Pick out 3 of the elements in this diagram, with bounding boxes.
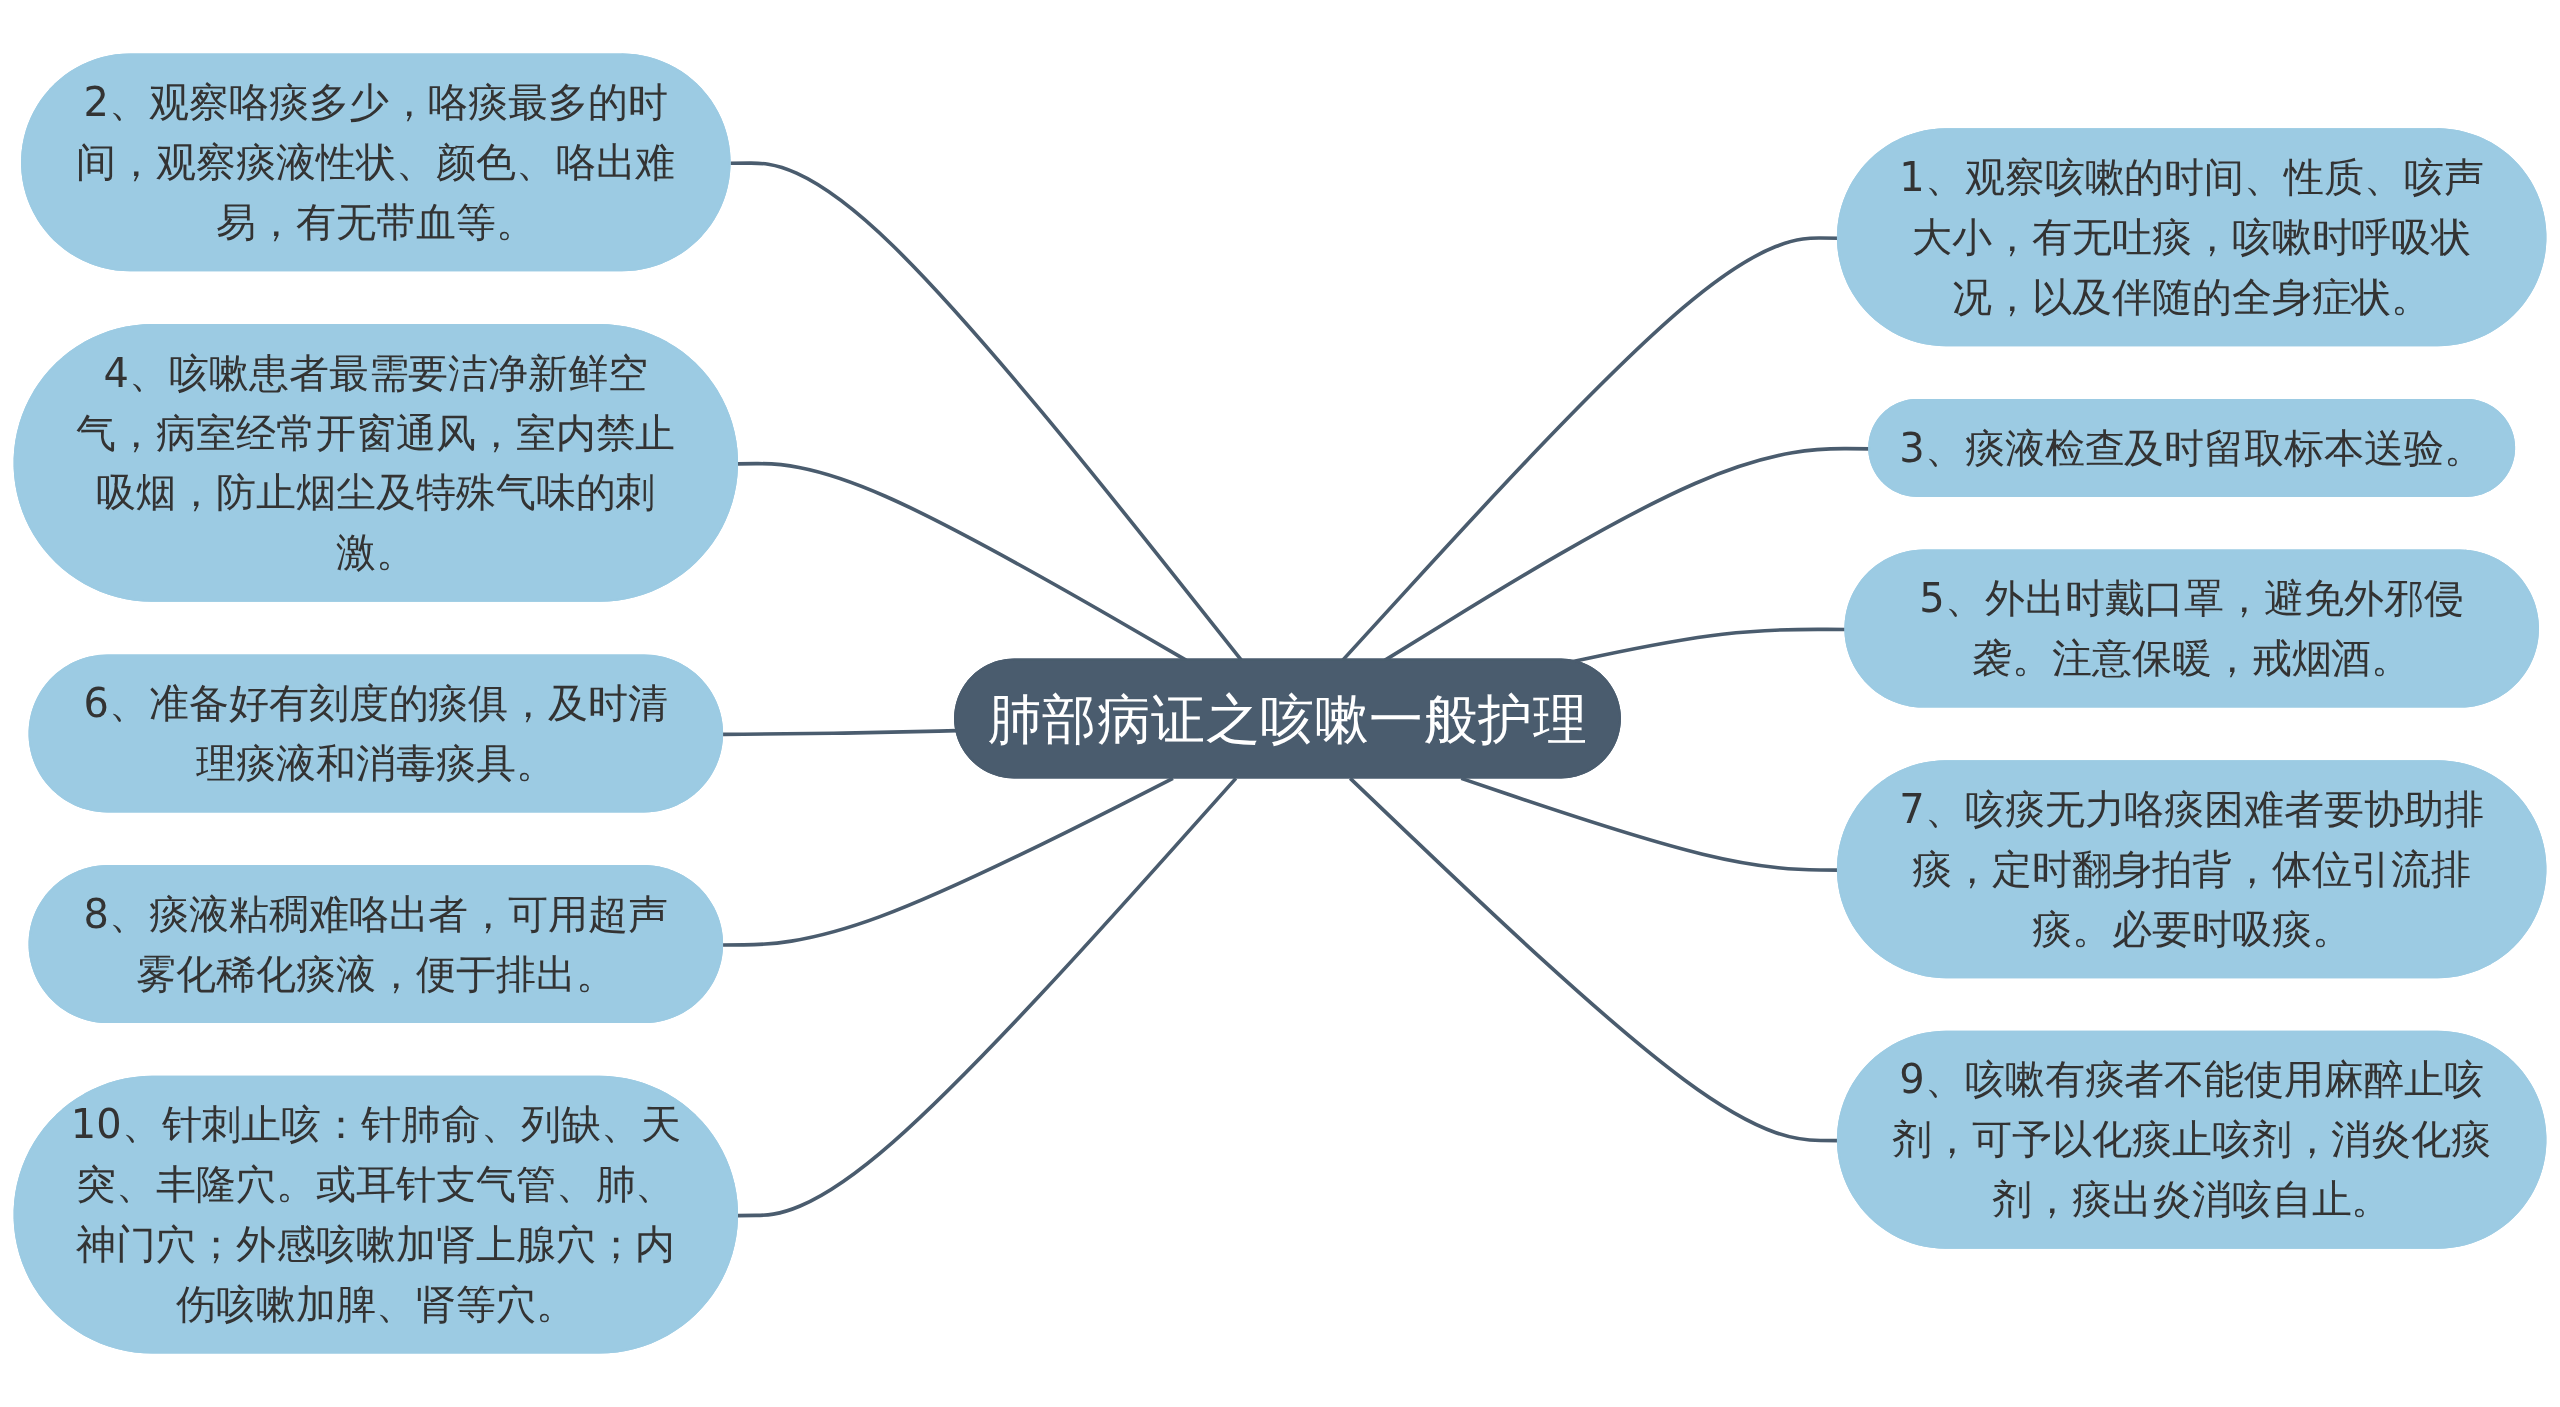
connector bbox=[723, 776, 1174, 947]
connector bbox=[723, 728, 957, 737]
connector bbox=[737, 777, 1238, 1218]
